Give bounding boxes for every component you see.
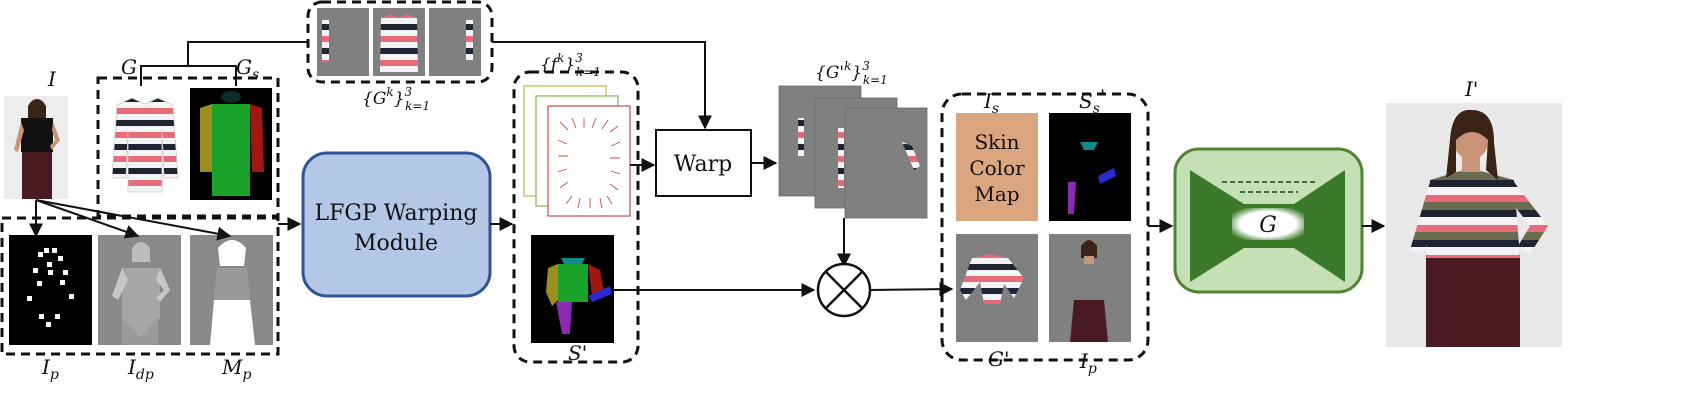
output-person-image [1386,103,1562,347]
hourglass-network-icon [1173,147,1364,294]
garment-part-right-sleeve [429,8,481,76]
skin-segmentation-image [1049,113,1131,221]
garment-image [105,88,185,200]
label-output-image: I' [1464,77,1478,101]
input-person-image [4,96,68,199]
garment-part-torso [373,8,425,76]
preserved-person-image [1049,234,1131,342]
generator-inputs-box [940,92,1150,362]
warp-label: Warp [674,152,732,177]
parts-to-warp-arrow [492,41,712,130]
skin-label-line2: Color [969,156,1025,180]
person-to-mask-arrow [35,199,232,241]
skin-label-line3: Map [974,182,1019,206]
circled-times-icon [816,262,872,318]
preserve-mask-image [190,235,273,345]
label-densepose: Idp [127,355,154,383]
g-gs-bracket [140,65,237,86]
label-pose-map: Ip [41,355,59,383]
flow-fields-stack [523,85,631,217]
lfgp-label-line1: LFGP Warping [315,201,478,226]
predicted-segmentation-image [531,235,614,343]
person-repr-group-box [0,216,280,356]
flow-seg-group-box [512,70,640,364]
person-to-densepose-arrow [35,199,140,239]
warp-box [655,129,752,197]
label-warped-garment: G' [988,347,1009,371]
g-to-parts-line [187,41,308,66]
warped-garment-image [956,234,1038,342]
label-seg-pred: S' [568,341,587,365]
label-skin-map: Is [983,89,999,117]
label-input-image: I [47,67,57,91]
label-seg-skin: Ss' [1079,85,1105,117]
label-preserve-mask: Mp [221,355,251,383]
densepose-image [98,235,181,345]
skin-color-map [956,113,1038,221]
label-garment: G [121,55,137,79]
lfgp-label-line2: Module [354,231,438,256]
garment-part-left-sleeve [317,8,369,76]
warped-parts-stack [778,85,928,219]
garment-segmentation-image [190,88,272,200]
pose-keypoints-image [9,235,92,345]
label-person-preserved: Ip [1079,349,1097,377]
label-garment-seg: Gs [236,55,259,83]
combine-to-inputs-arrow [869,282,954,297]
label-generator: G [1259,213,1277,238]
garment-group-box [96,76,280,218]
skin-label-line1: Skin [974,130,1019,154]
